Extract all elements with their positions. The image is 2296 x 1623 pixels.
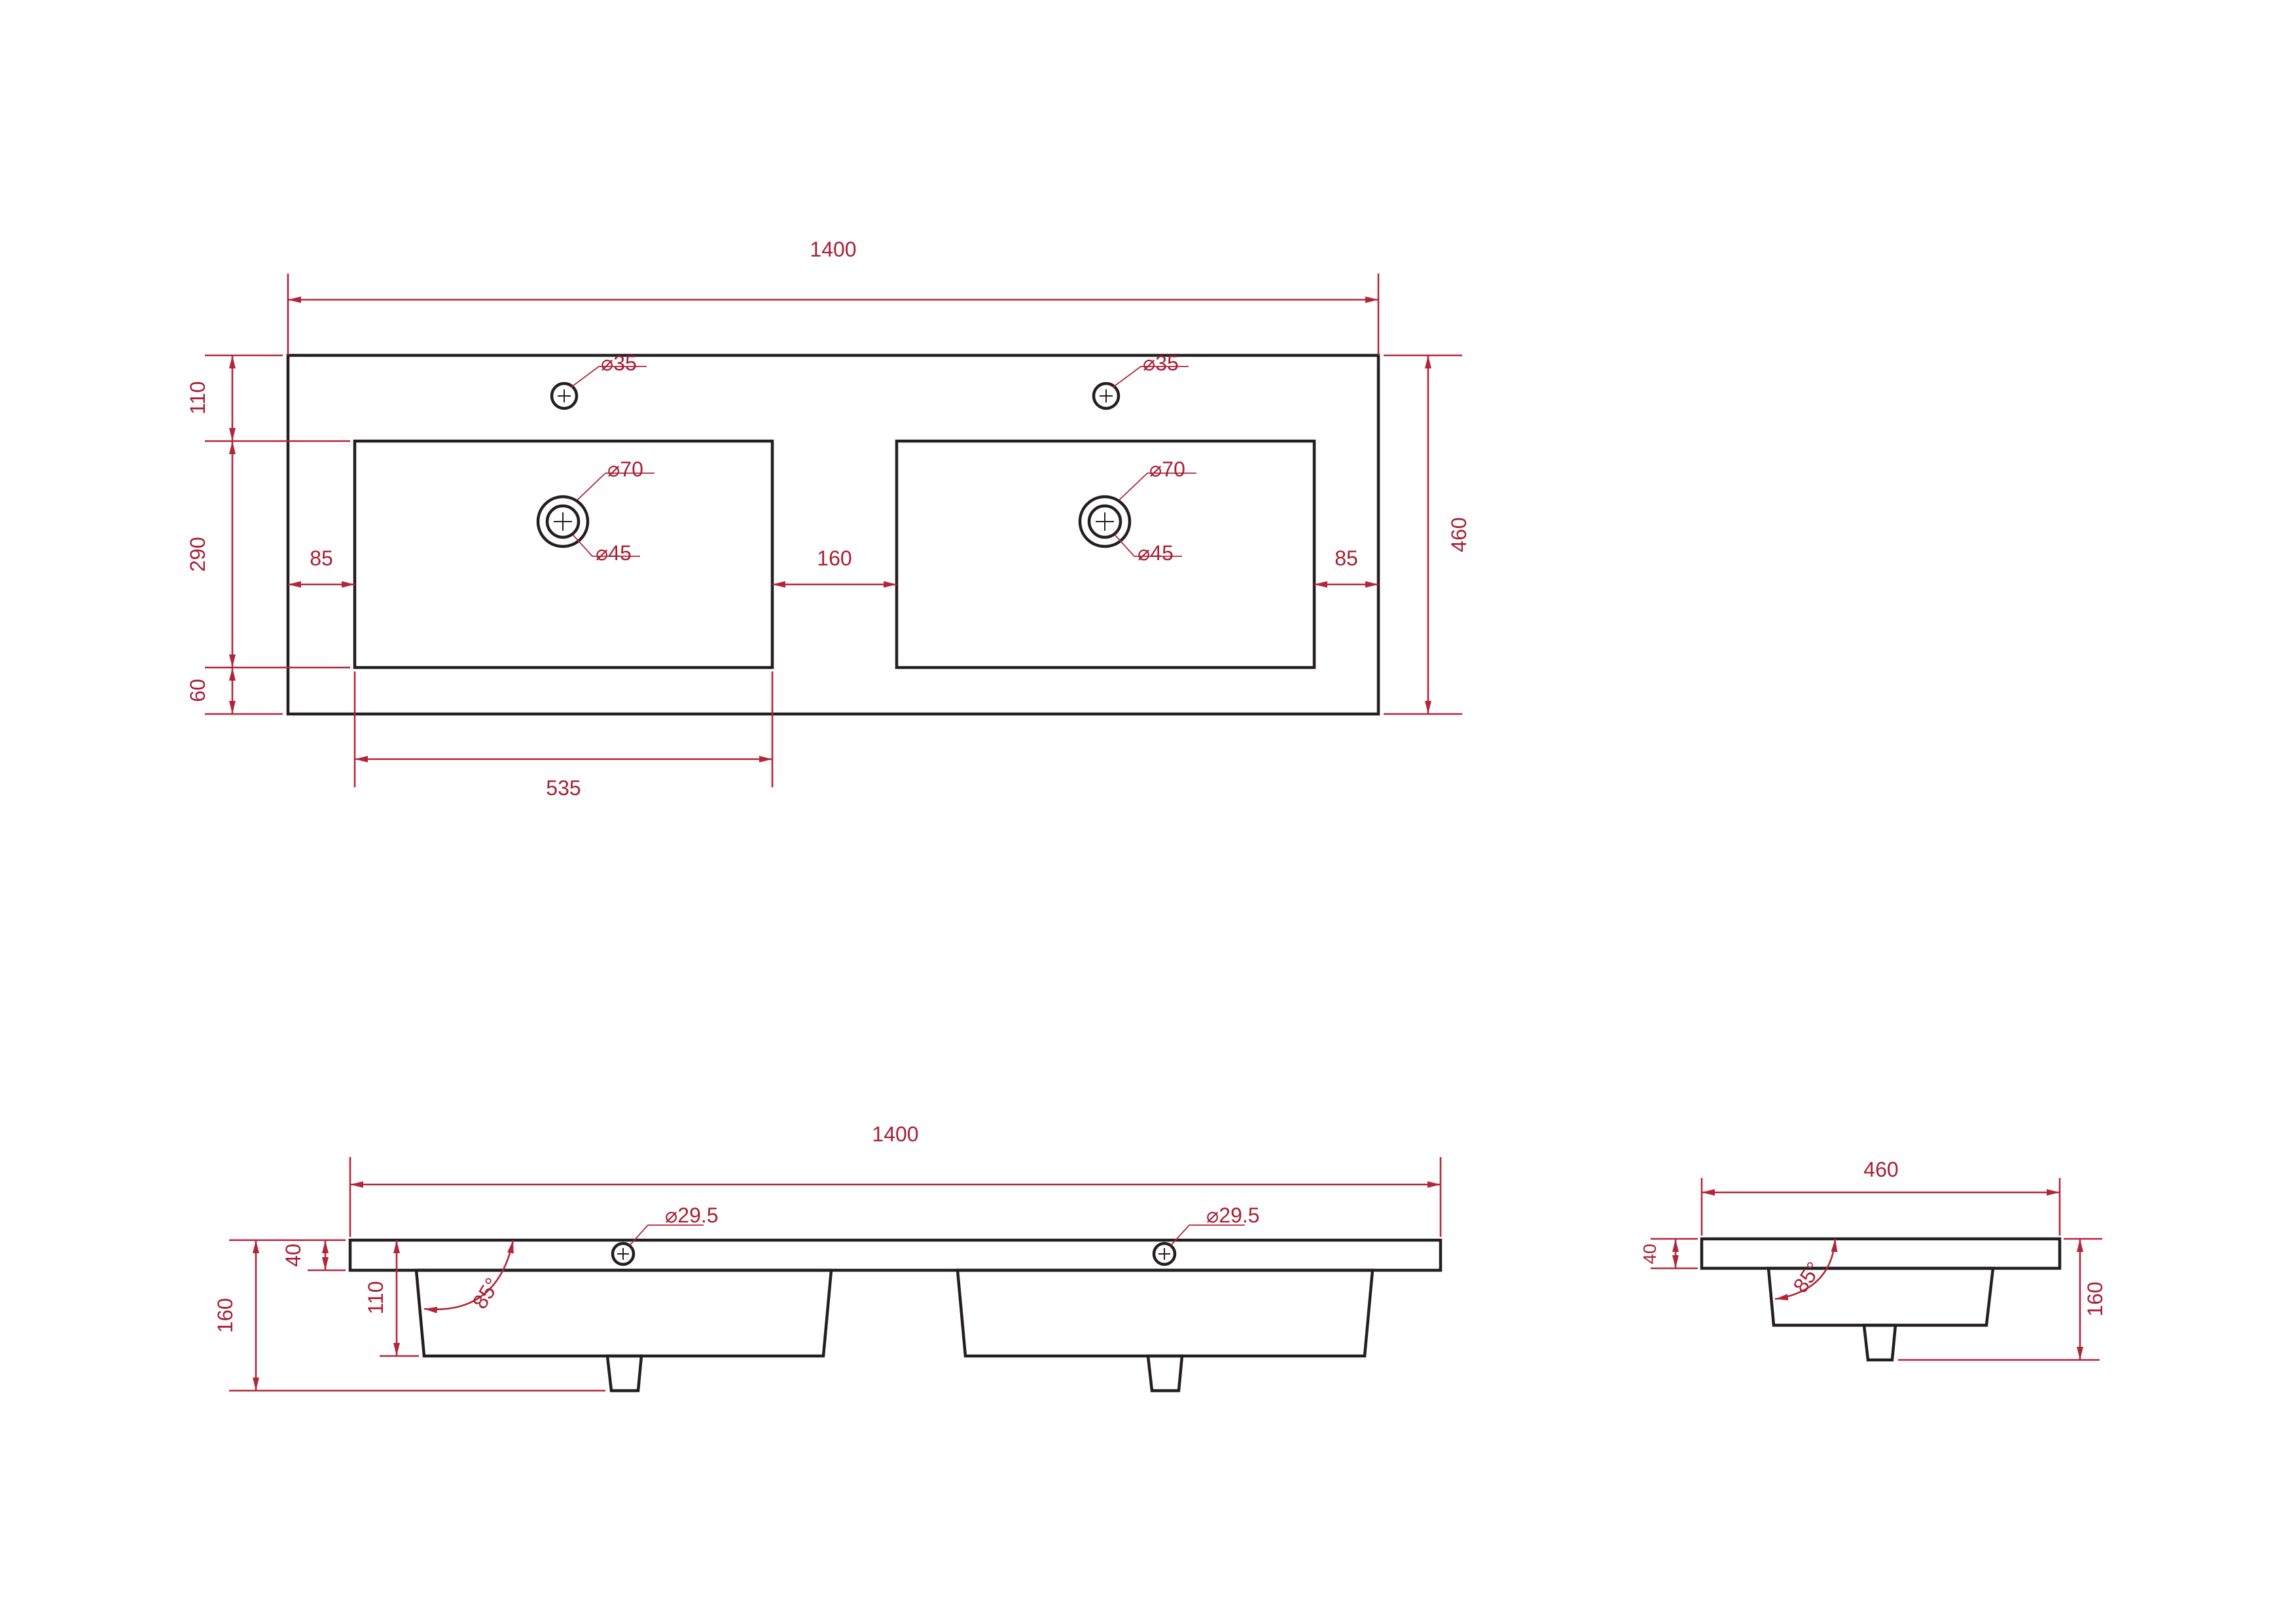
front-slab-label: 40 <box>281 1243 305 1267</box>
side-bowl <box>1767 1266 1995 1327</box>
diameter-symbol: ⌀ <box>601 351 613 375</box>
extension-lines-top <box>205 274 1462 787</box>
drain-right <box>1078 495 1132 548</box>
diameter-symbol: ⌀ <box>1149 457 1162 481</box>
leader-lines-top <box>570 366 1196 557</box>
top-front-margin-label: 60 <box>186 679 209 702</box>
bowl-right-outline <box>895 439 1316 669</box>
diameter-symbol: ⌀ <box>1143 351 1155 375</box>
front-bowl-height-label: 110 <box>364 1281 387 1314</box>
tap-hole-right-label: ⌀35 <box>1143 351 1179 375</box>
tap-hole-left-label: ⌀35 <box>601 351 637 375</box>
side-depth-label: 460 <box>1863 1158 1898 1181</box>
tap-hole-right <box>1092 382 1121 410</box>
front-total-height-label: 160 <box>213 1298 237 1332</box>
extension-lines-side <box>1651 1178 2102 1361</box>
diameter-symbol: ⌀ <box>596 541 608 565</box>
front-bowl-left <box>414 1268 833 1358</box>
overflow-right-label: ⌀29.5 <box>1206 1204 1260 1227</box>
angle-arc-front <box>423 1240 514 1313</box>
dimension-lines-top <box>229 296 1431 762</box>
diameter-symbol: ⌀ <box>1206 1204 1219 1227</box>
front-drain-right <box>1146 1354 1184 1393</box>
angle-arc-side <box>1774 1238 1838 1300</box>
top-depth-label: 460 <box>1447 517 1471 552</box>
front-angle-label: 85° <box>468 1274 505 1313</box>
side-drain <box>1862 1323 1897 1362</box>
side-slab-label: 40 <box>1640 1243 1660 1264</box>
side-total-height-label: 160 <box>2083 1281 2107 1316</box>
drain-inner-left-label: ⌀45 <box>596 541 632 565</box>
front-view: 1400 160 40 110 85° ⌀29.5 ⌀29.5 <box>213 1122 1443 1393</box>
overflow-hole-left <box>611 1241 636 1266</box>
side-angle-label: 85° <box>1788 1258 1825 1297</box>
side-view: 460 40 160 85° <box>1640 1158 2107 1362</box>
top-view: 1400 460 110 290 60 85 160 85 535 ⌀35 ⌀3… <box>186 238 1471 800</box>
diameter-symbol: ⌀ <box>607 457 620 481</box>
bowl-left-outline <box>353 439 774 669</box>
tap-hole-left <box>550 382 579 410</box>
top-bowl-depth-label: 290 <box>186 537 209 571</box>
top-side-left-label: 85 <box>310 546 333 570</box>
top-side-right-label: 85 <box>1335 546 1358 570</box>
side-slab-outline <box>1700 1237 2062 1270</box>
front-slab-outline <box>348 1238 1443 1272</box>
front-drain-left <box>605 1354 643 1393</box>
diameter-symbol: ⌀ <box>665 1204 677 1227</box>
top-width-label: 1400 <box>810 238 856 261</box>
diameter-symbol: ⌀ <box>1138 541 1150 565</box>
drain-inner-right-label: ⌀45 <box>1138 541 1174 565</box>
drain-outer-left-label: ⌀70 <box>607 457 643 481</box>
overflow-left-label: ⌀29.5 <box>665 1204 719 1227</box>
drain-outer-right-label: ⌀70 <box>1149 457 1185 481</box>
basin-top-outline <box>286 353 1380 716</box>
top-back-margin-label: 110 <box>186 381 209 414</box>
front-bowl-right <box>956 1268 1374 1358</box>
overflow-hole-right <box>1152 1241 1177 1266</box>
top-gap-label: 160 <box>817 546 852 570</box>
dimension-lines-front <box>253 1181 1441 1391</box>
top-bowl-width-label: 535 <box>546 776 581 800</box>
front-width-label: 1400 <box>872 1122 918 1146</box>
dimension-lines-side <box>1672 1189 2083 1360</box>
drain-left <box>536 495 590 548</box>
leader-lines-front <box>629 1224 1245 1246</box>
